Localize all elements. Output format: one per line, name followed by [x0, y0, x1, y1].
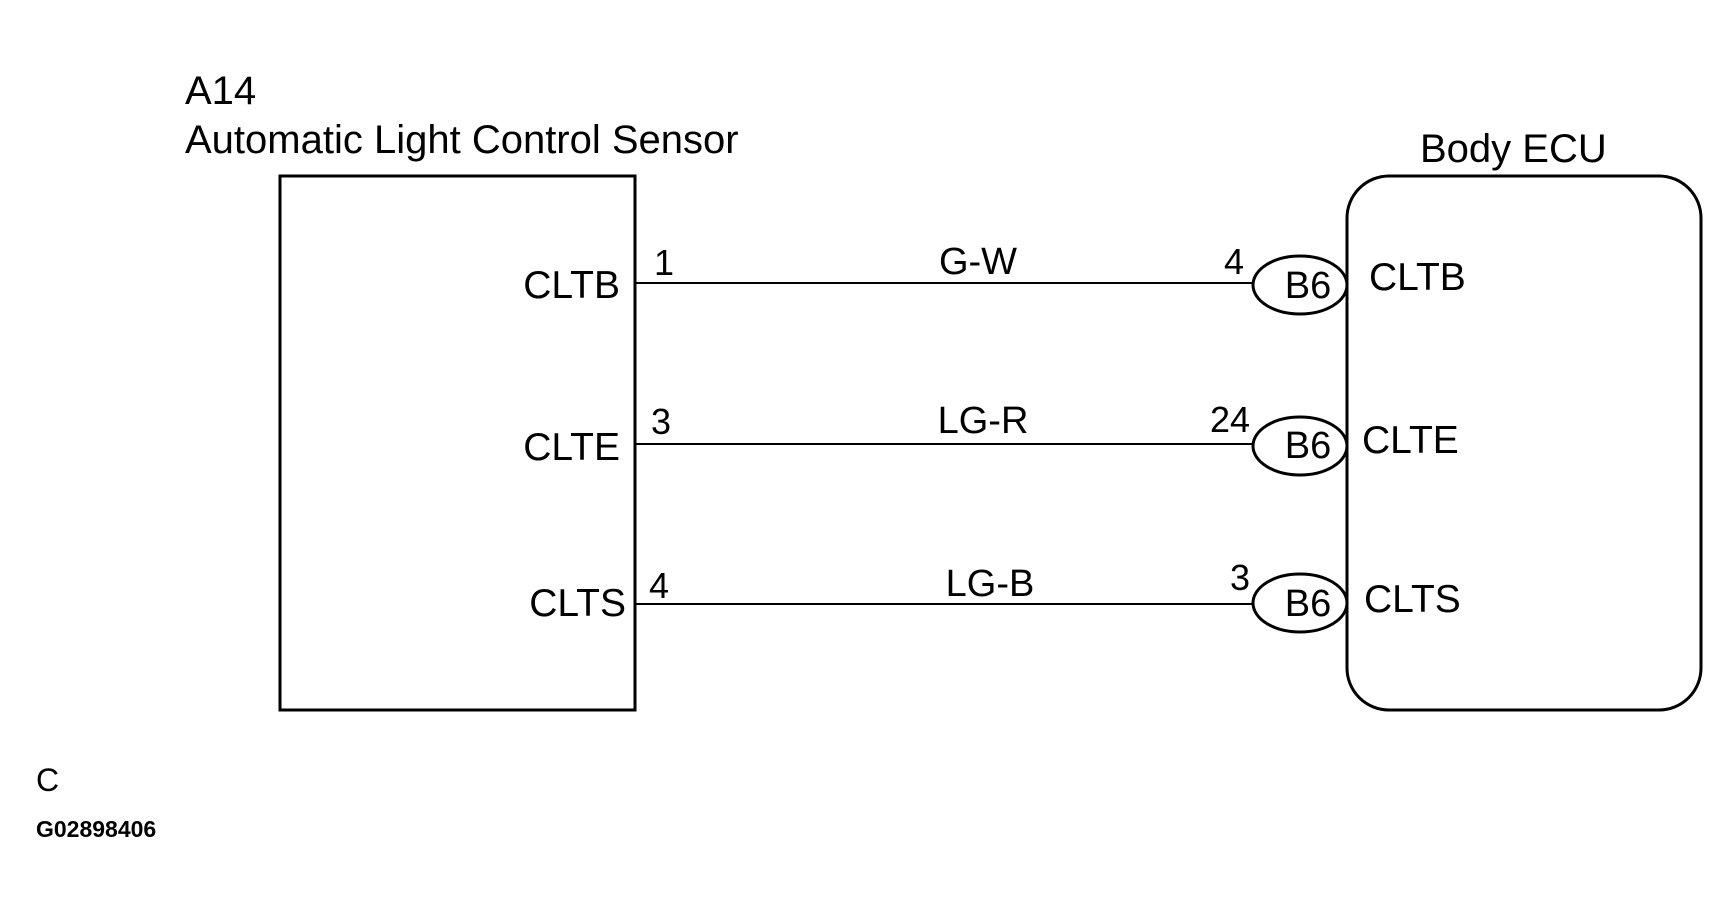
sensor-pin-number: 4 — [649, 565, 669, 606]
ecu-pin-name: CLTE — [1362, 419, 1459, 462]
sensor-code: A14 — [185, 69, 256, 113]
sensor-pin-name: CLTS — [529, 582, 626, 625]
ecu-name: Body ECU — [1420, 127, 1607, 171]
ecu-pin-name: CLTB — [1369, 256, 1466, 299]
connector-label: B6 — [1285, 583, 1331, 625]
figure-id: G02898406 — [36, 816, 156, 842]
connector-label: B6 — [1285, 425, 1331, 467]
connector-label: B6 — [1285, 265, 1331, 307]
ecu-pin-number: 3 — [1230, 557, 1250, 598]
wire-row: CLTS 4 LG-B 3 B6 CLTS — [529, 557, 1461, 634]
wire-color-label: LG-R — [938, 400, 1029, 442]
wire-row: CLTE 3 LG-R 24 B6 CLTE — [523, 399, 1459, 477]
wire-row: CLTB 1 G-W 4 B6 CLTB — [523, 241, 1466, 316]
connector-oval — [1251, 572, 1349, 634]
sensor-box — [278, 174, 637, 712]
sensor-name: Automatic Light Control Sensor — [185, 118, 739, 162]
wire-color-label: G-W — [939, 241, 1017, 283]
connector-oval — [1251, 254, 1349, 316]
ecu-pin-number: 4 — [1224, 241, 1244, 282]
ecu-pin-name: CLTS — [1364, 578, 1461, 621]
sensor-pin-name: CLTE — [523, 426, 620, 469]
wire-color-label: LG-B — [946, 563, 1035, 605]
sensor-pin-number: 3 — [651, 401, 671, 442]
connector-oval — [1251, 415, 1349, 477]
sensor-pin-number: 1 — [654, 242, 674, 283]
footer-letter: C — [36, 762, 59, 798]
ecu-pin-number: 24 — [1210, 399, 1250, 440]
sensor-pin-name: CLTB — [523, 264, 620, 307]
